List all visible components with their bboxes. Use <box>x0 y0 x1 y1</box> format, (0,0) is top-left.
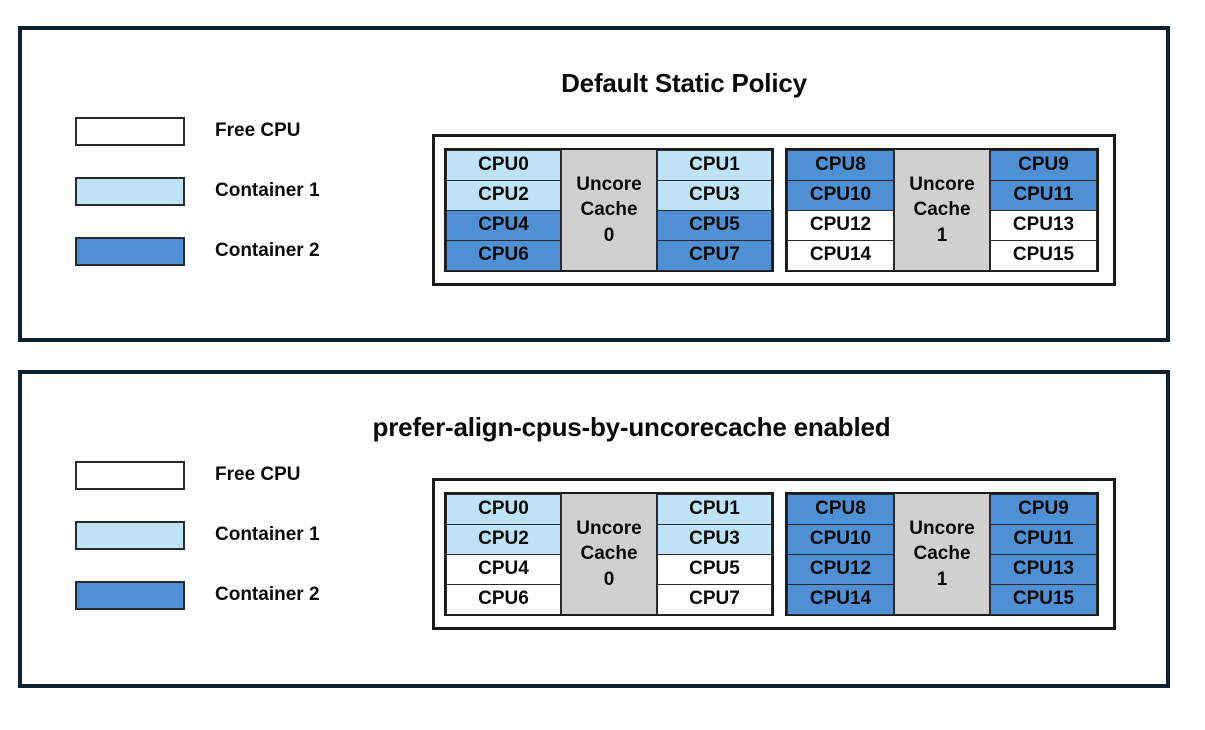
uncore-cache-label-line2: Cache <box>580 199 638 221</box>
cpu-cell: CPU1 <box>657 149 772 181</box>
legend-swatch-free-cpu <box>75 116 185 146</box>
cpu-cell: CPU0 <box>446 149 561 181</box>
legend-swatch-free-cpu <box>75 460 185 490</box>
cpu-column-left: CPU0 CPU2 CPU4 CPU6 <box>446 149 561 271</box>
cpu-cell: CPU9 <box>990 493 1097 525</box>
cpu-cell: CPU14 <box>787 239 894 271</box>
uncore-cache-label-index: 1 <box>936 224 948 246</box>
cpu-cell: CPU7 <box>657 239 772 271</box>
uncore-cache-label-index: 1 <box>936 568 948 590</box>
cpu-cell: CPU11 <box>990 179 1097 211</box>
panel-prefer-align-cpus-by-uncorecache: prefer-align-cpus-by-uncorecache enabled… <box>18 370 1170 688</box>
cpu-cell: CPU1 <box>657 493 772 525</box>
cpu-cell: CPU12 <box>787 553 894 585</box>
uncore-cache-label-index: 0 <box>603 568 615 590</box>
uncore-cache-label-line1: Uncore <box>909 517 975 539</box>
cache-group-1: CPU8 CPU10 CPU12 CPU14 Uncore Cache 1 CP… <box>785 492 1099 616</box>
uncore-cache-label-index: 0 <box>603 224 615 246</box>
cpu-cell: CPU10 <box>787 523 894 555</box>
uncore-cache-block: Uncore Cache 0 <box>561 150 657 270</box>
legend-swatch-container-2 <box>75 580 185 610</box>
uncore-cache-block: Uncore Cache 1 <box>894 150 990 270</box>
legend-swatch-container-2 <box>75 236 185 266</box>
cpu-cell: CPU8 <box>787 149 894 181</box>
legend-label-free-cpu: Free CPU <box>215 464 301 485</box>
cpu-cell: CPU10 <box>787 179 894 211</box>
cpu-cell: CPU0 <box>446 493 561 525</box>
legend-label-free-cpu: Free CPU <box>215 120 301 141</box>
cpu-cell: CPU7 <box>657 583 772 615</box>
page-title: Default Static Policy <box>561 68 807 98</box>
cpu-column-left: CPU8 CPU10 CPU12 CPU14 <box>787 149 894 271</box>
cpu-cell: CPU9 <box>990 149 1097 181</box>
cpu-cell: CPU15 <box>990 583 1097 615</box>
page-title: prefer-align-cpus-by-uncorecache enabled <box>372 412 891 442</box>
cpu-column-left: CPU8 CPU10 CPU12 CPU14 <box>787 493 894 615</box>
cache-group-0: CPU0 CPU2 CPU4 CPU6 Uncore Cache 0 CPU1 … <box>444 492 774 616</box>
legend-item-container-2: Container 2 <box>75 580 320 610</box>
cpu-cell: CPU4 <box>446 553 561 585</box>
legend-label-container-2: Container 2 <box>215 584 320 605</box>
cpu-cell: CPU14 <box>787 583 894 615</box>
cpu-cell: CPU5 <box>657 209 772 241</box>
cpu-cell: CPU3 <box>657 523 772 555</box>
cpu-cell: CPU5 <box>657 553 772 585</box>
cache-group-1: CPU8 CPU10 CPU12 CPU14 Uncore Cache 1 CP… <box>785 148 1099 272</box>
legend: Free CPU Container 1 Container 2 <box>75 460 320 640</box>
legend-swatch-container-1 <box>75 520 185 550</box>
uncore-cache-label-line2: Cache <box>580 543 638 565</box>
legend-item-container-1: Container 1 <box>75 520 320 550</box>
uncore-cache-label-line1: Uncore <box>909 173 975 195</box>
legend: Free CPU Container 1 Container 2 <box>75 116 320 296</box>
cpu-topology-diagram: CPU0 CPU2 CPU4 CPU6 Uncore Cache 0 CPU1 … <box>432 134 1116 286</box>
legend-label-container-1: Container 1 <box>215 524 320 545</box>
legend-item-container-2: Container 2 <box>75 236 320 266</box>
cpu-column-right: CPU1 CPU3 CPU5 CPU7 <box>657 149 772 271</box>
cpu-cell: CPU2 <box>446 523 561 555</box>
cpu-cell: CPU2 <box>446 179 561 211</box>
legend-item-free-cpu: Free CPU <box>75 116 320 146</box>
uncore-cache-label-line2: Cache <box>913 543 971 565</box>
cpu-cell: CPU6 <box>446 239 561 271</box>
cache-group-0: CPU0 CPU2 CPU4 CPU6 Uncore Cache 0 CPU1 … <box>444 148 774 272</box>
uncore-cache-block: Uncore Cache 1 <box>894 494 990 614</box>
uncore-cache-label-line1: Uncore <box>576 517 642 539</box>
cpu-cell: CPU11 <box>990 523 1097 555</box>
legend-item-free-cpu: Free CPU <box>75 460 320 490</box>
cpu-cell: CPU12 <box>787 209 894 241</box>
legend-label-container-2: Container 2 <box>215 240 320 261</box>
cpu-column-right: CPU9 CPU11 CPU13 CPU15 <box>990 493 1097 615</box>
cpu-column-right: CPU9 CPU11 CPU13 CPU15 <box>990 149 1097 271</box>
cpu-cell: CPU6 <box>446 583 561 615</box>
cpu-cell: CPU8 <box>787 493 894 525</box>
cpu-topology-diagram: CPU0 CPU2 CPU4 CPU6 Uncore Cache 0 CPU1 … <box>432 478 1116 630</box>
cpu-cell: CPU13 <box>990 553 1097 585</box>
cpu-cell: CPU3 <box>657 179 772 211</box>
cpu-cell: CPU13 <box>990 209 1097 241</box>
cpu-cell: CPU4 <box>446 209 561 241</box>
legend-swatch-container-1 <box>75 176 185 206</box>
cpu-cell: CPU15 <box>990 239 1097 271</box>
cpu-column-right: CPU1 CPU3 CPU5 CPU7 <box>657 493 772 615</box>
uncore-cache-block: Uncore Cache 0 <box>561 494 657 614</box>
uncore-cache-label-line2: Cache <box>913 199 971 221</box>
uncore-cache-label-line1: Uncore <box>576 173 642 195</box>
panel-default-static-policy: Default Static Policy Free CPU Container… <box>18 26 1170 342</box>
legend-item-container-1: Container 1 <box>75 176 320 206</box>
legend-label-container-1: Container 1 <box>215 180 320 201</box>
cpu-column-left: CPU0 CPU2 CPU4 CPU6 <box>446 493 561 615</box>
